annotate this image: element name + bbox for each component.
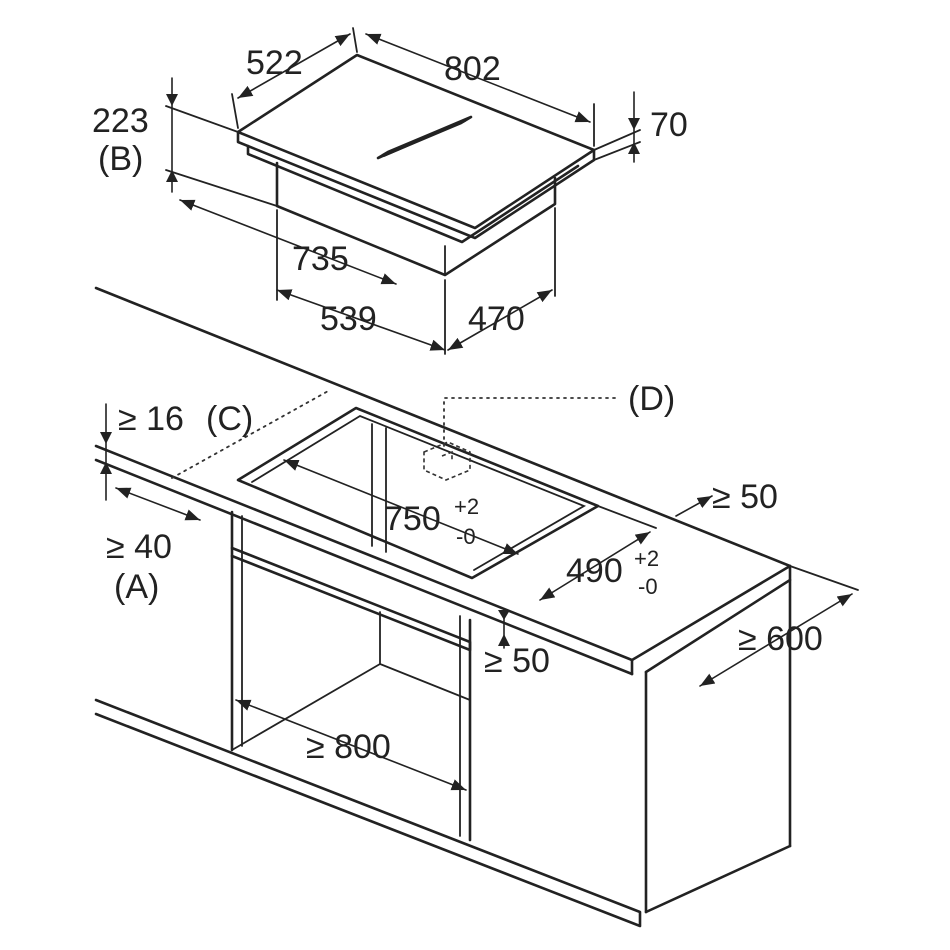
dim-490-ext [597, 505, 657, 529]
dim-539-label: 539 [320, 300, 377, 338]
dim-40-label: ≥ 40 [106, 528, 172, 566]
dim-522-ext-b [352, 27, 358, 53]
socket-icon [423, 441, 471, 481]
dim-490-label: 490 [566, 552, 623, 590]
dim-750-line [283, 459, 519, 555]
cutout-inner-rim [251, 414, 587, 571]
dim-16-label: ≥ 16 [118, 400, 184, 438]
vent-slot [383, 120, 466, 157]
dim-800-line [235, 699, 467, 791]
dim-522-label: 522 [246, 44, 303, 82]
dim-522-line [237, 33, 351, 99]
dim-490-tol-minus: -0 [638, 574, 658, 599]
ref-d-label: (D) [628, 380, 675, 418]
dim-802-label: 802 [444, 50, 501, 88]
dim-70-ext-b [593, 141, 641, 161]
ref-d-leader [443, 397, 621, 447]
ref-c-label: (C) [206, 400, 253, 438]
dim-16-arrow-bottom [100, 462, 112, 474]
worktop-drawing: (D) ≥ 16 (C) ≥ 40 (A) 750 +2 -0 [94, 286, 859, 928]
back-wall-top-line [94, 286, 792, 568]
dim-50-gap-label: ≥ 50 [484, 642, 550, 680]
dim-470-label: 470 [468, 300, 525, 338]
ref-a-label: (A) [114, 568, 159, 606]
dim-50-rear-label: ≥ 50 [712, 478, 778, 516]
dim-539-line [276, 289, 446, 351]
dim-750-label: 750 [384, 500, 441, 538]
dim-223-ext-a [165, 105, 239, 133]
dim-70-arrow-bottom [628, 142, 640, 154]
right-cabinet-base [644, 844, 792, 914]
dim-70-label: 70 [650, 106, 688, 144]
dim-50-gap-arrow-top [498, 610, 510, 620]
dim-50-rear-line [675, 495, 713, 517]
hob-drawing: 522 802 70 223 (B) 735 539 470 [92, 27, 688, 355]
dim-40-line [115, 487, 201, 521]
dim-470-line [447, 289, 553, 351]
ref-b-label: (B) [98, 140, 143, 178]
ref-c-guide [171, 389, 331, 479]
dim-223-arrow-bottom [166, 170, 178, 182]
worktop-cutout [236, 406, 600, 580]
hob-frame [246, 144, 580, 244]
dim-490-line [539, 531, 651, 601]
dim-522-ext-a [231, 93, 239, 129]
dim-50-gap-arrow-bottom [498, 634, 510, 646]
dim-70-ext-a [593, 129, 641, 151]
dim-70-arrow-top [628, 118, 640, 130]
dim-735-line [179, 199, 397, 285]
dim-750-tol-minus: -0 [456, 524, 476, 549]
worktop-front-edge [94, 444, 634, 662]
dim-223-label: 223 [92, 102, 149, 140]
hob-glass-edge [236, 130, 596, 240]
dim-600-ext [789, 565, 859, 591]
dim-16-arrow-top [100, 432, 112, 444]
dim-490-tol-plus: +2 [634, 546, 659, 571]
dim-223-arrow-top [166, 94, 178, 106]
dim-735-label: 735 [292, 240, 349, 278]
dim-802-line [365, 33, 591, 123]
dim-600-label: ≥ 600 [738, 620, 823, 658]
plinth-line [94, 698, 642, 928]
dim-600-line [699, 593, 853, 687]
dim-750-tol-plus: +2 [454, 494, 479, 519]
dim-800-label: ≥ 800 [306, 728, 391, 766]
